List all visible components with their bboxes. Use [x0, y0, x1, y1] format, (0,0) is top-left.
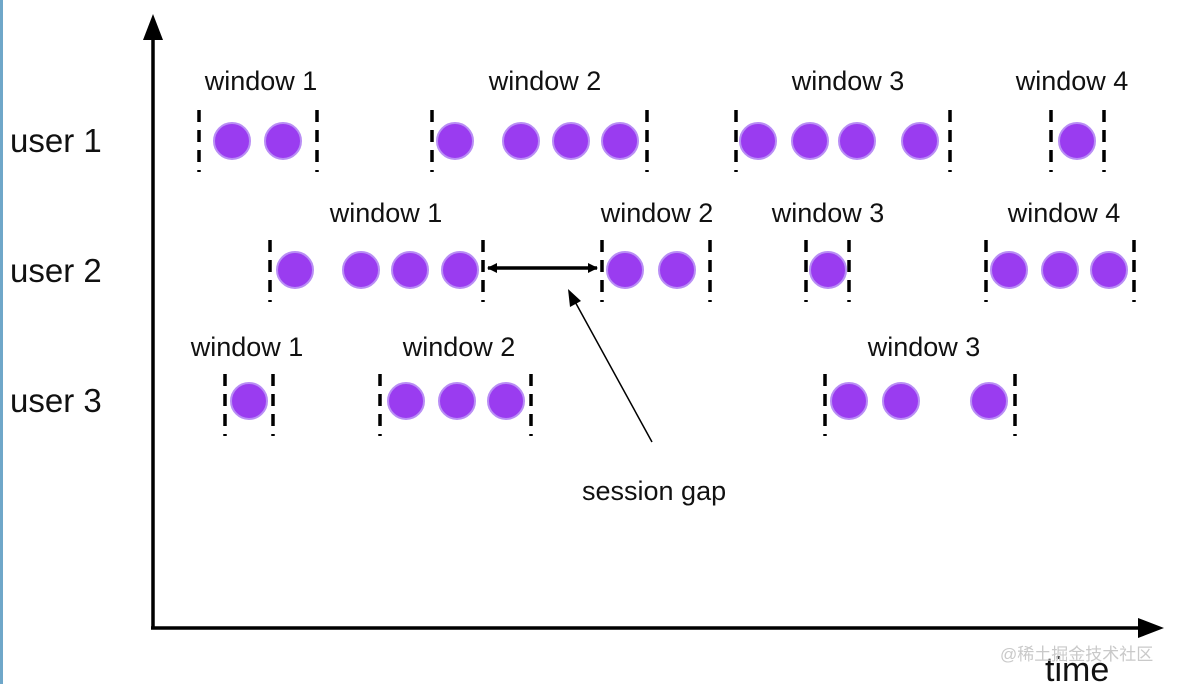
- user-1-window-3-label: window 3: [791, 66, 905, 96]
- user-2-window-1-label: window 1: [329, 198, 443, 228]
- window-edge: [0, 0, 3, 684]
- user-2-window-4-event: [1090, 251, 1128, 289]
- user-1-window-3-event: [739, 122, 777, 160]
- session-gap-label: session gap: [582, 476, 726, 506]
- user-3-window-3-event: [830, 382, 868, 420]
- user-2-window-2-label: window 2: [600, 198, 714, 228]
- user-1-window-3-event: [791, 122, 829, 160]
- user-3-window-1-label: window 1: [190, 332, 304, 362]
- user-3-window-2-event: [387, 382, 425, 420]
- user-1-window-1-event: [213, 122, 251, 160]
- user-3-window-2-label: window 2: [402, 332, 516, 362]
- user-2-window-4-event: [1041, 251, 1079, 289]
- user-1-window-2-event: [552, 122, 590, 160]
- user-3-window-3-event: [882, 382, 920, 420]
- x-axis-arrowhead: [1138, 618, 1164, 638]
- user-1-window-2-event: [502, 122, 540, 160]
- user-1-window-4-label: window 4: [1015, 66, 1129, 96]
- user-2-window-3-event: [809, 251, 847, 289]
- watermark: @稀土掘金技术社区: [1000, 645, 1153, 664]
- user-1-window-3-event: [901, 122, 939, 160]
- row-label-user-1: user 1: [10, 122, 102, 159]
- user-2-window-1-event: [342, 251, 380, 289]
- user-3-window-3-label: window 3: [867, 332, 981, 362]
- row-label-user-3: user 3: [10, 382, 102, 419]
- user-2-window-1-event: [441, 251, 479, 289]
- user-2-window-3-label: window 3: [771, 198, 885, 228]
- user-3-window-2-event: [487, 382, 525, 420]
- window-brackets: [197, 110, 1136, 436]
- user-1-window-2-label: window 2: [488, 66, 602, 96]
- user-3-window-1-event: [230, 382, 268, 420]
- user-1-window-1-event: [264, 122, 302, 160]
- row-label-user-2: user 2: [10, 252, 102, 289]
- x-axis-label: time: [1045, 651, 1109, 684]
- user-2-window-1-event: [391, 251, 429, 289]
- session-gap-pointer: [572, 297, 653, 443]
- user-1-window-1-label: window 1: [204, 66, 318, 96]
- user-1-window-4-event: [1058, 122, 1096, 160]
- y-axis-arrowhead: [143, 14, 163, 40]
- user-2-window-2-event: [658, 251, 696, 289]
- session-gap-pointer-arrowhead: [568, 289, 581, 307]
- event-markers: [213, 122, 1128, 420]
- user-3-window-2-event: [438, 382, 476, 420]
- user-2-window-4-label: window 4: [1007, 198, 1121, 228]
- user-2-window-1-event: [276, 251, 314, 289]
- user-2-window-4-event: [990, 251, 1028, 289]
- user-2-window-2-event: [606, 251, 644, 289]
- user-1-window-2-event: [601, 122, 639, 160]
- user-1-window-3-event: [838, 122, 876, 160]
- user-1-window-2-event: [436, 122, 474, 160]
- user-3-window-3-event: [970, 382, 1008, 420]
